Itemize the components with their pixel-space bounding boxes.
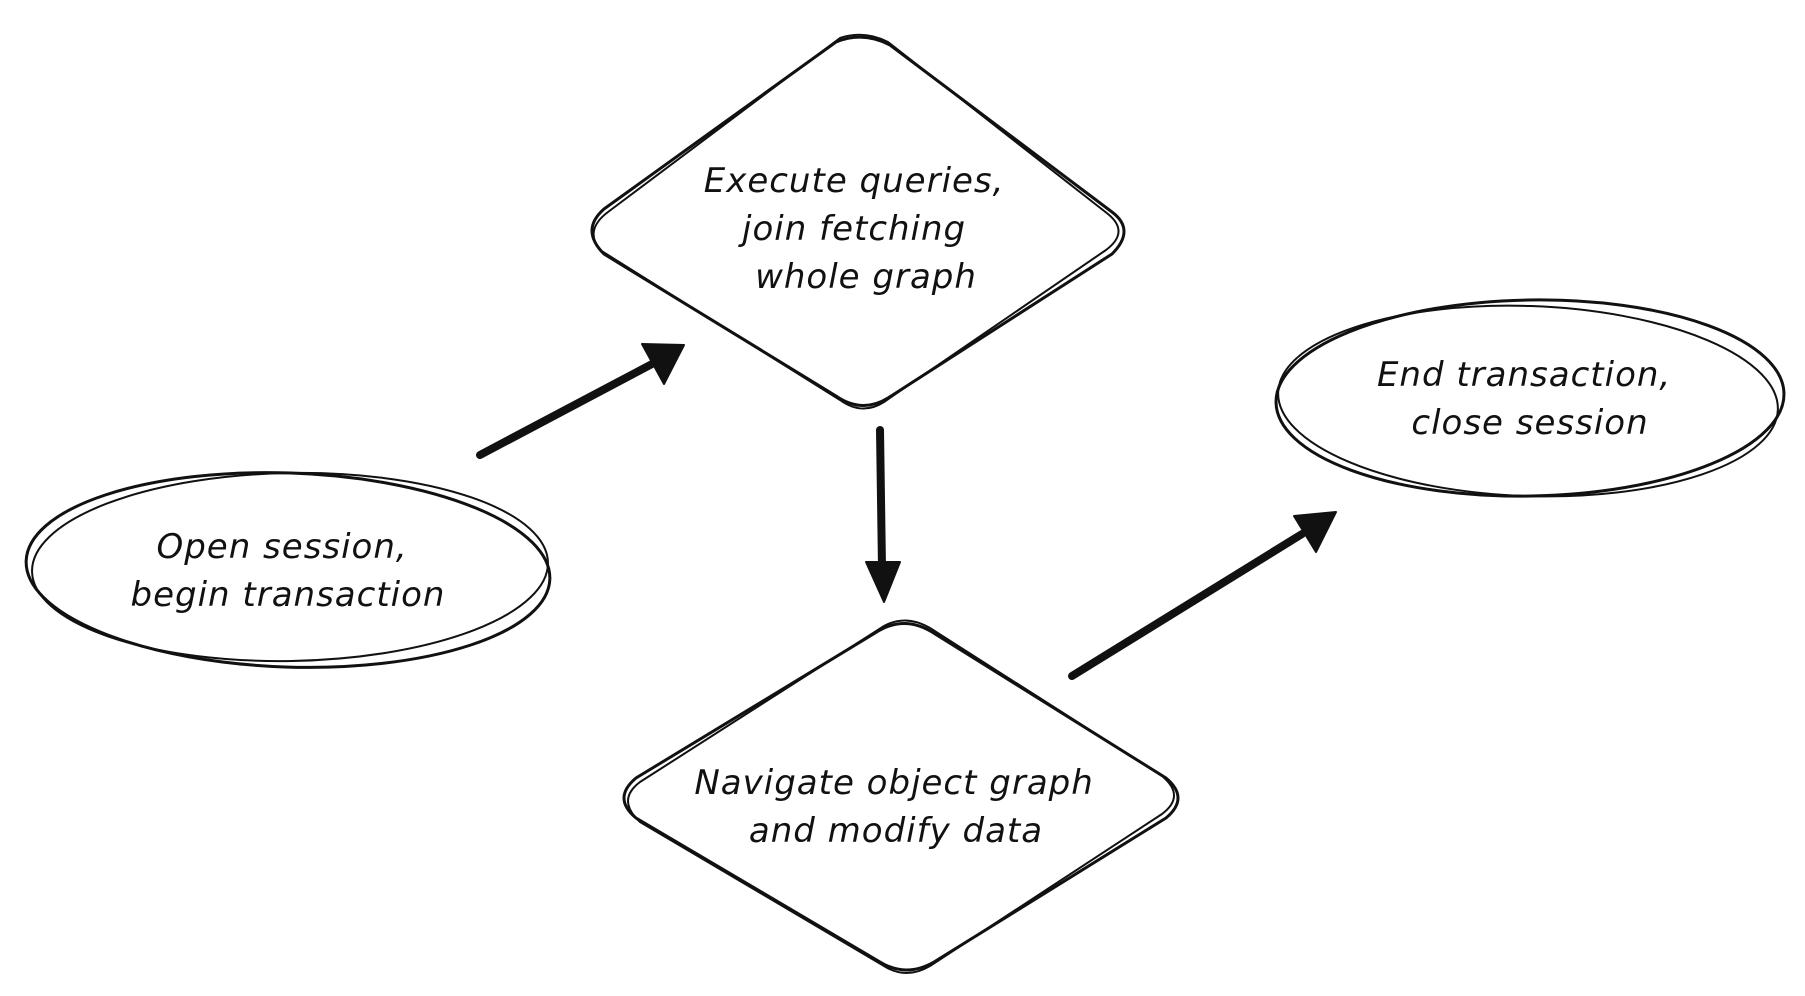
open-session-line-2: begin transaction <box>131 575 446 615</box>
execute-queries-line-3: whole graph <box>755 257 977 297</box>
navigate-graph-diamond-sketch <box>627 619 1175 974</box>
end-transaction-ellipse-sketch <box>1277 304 1779 498</box>
end-transaction-line-1: End transaction, <box>1377 355 1671 395</box>
execute-queries-diamond-sketch <box>592 33 1120 410</box>
end-transaction-label: End transaction, close session <box>1377 355 1683 443</box>
navigate-graph-diamond <box>622 622 1180 972</box>
arrow-open-to-execute-shaft <box>476 360 656 459</box>
arrow-navigate-to-end-head <box>1293 511 1337 553</box>
navigate-graph-line-2: and modify data <box>749 811 1043 851</box>
node-navigate-graph: Navigate object graph and modify data <box>622 619 1180 974</box>
arrow-open-to-execute-head <box>641 343 685 385</box>
end-transaction-ellipse <box>1274 298 1786 498</box>
arrow-execute-to-navigate-head <box>865 561 901 603</box>
edge-open-to-execute <box>476 343 685 459</box>
node-execute-queries: Execute queries, join fetching whole gra… <box>590 33 1126 410</box>
execute-queries-line-2: join fetching <box>738 209 966 249</box>
end-transaction-line-2: close session <box>1411 403 1648 443</box>
open-session-line-1: Open session, <box>156 527 407 567</box>
node-end-transaction: End transaction, close session <box>1274 298 1786 498</box>
arrow-navigate-to-end-shaft <box>1068 530 1306 680</box>
open-session-ellipse-sketch <box>31 471 549 663</box>
edge-navigate-to-end <box>1068 511 1337 680</box>
open-session-ellipse <box>24 471 552 669</box>
execute-queries-line-1: Execute queries, <box>704 161 1005 201</box>
node-open-session: Open session, begin transaction <box>24 471 552 669</box>
navigate-graph-label: Navigate object graph and modify data <box>694 763 1105 851</box>
arrow-execute-to-navigate-shaft <box>876 426 886 572</box>
open-session-label: Open session, begin transaction <box>131 527 446 615</box>
edge-execute-to-navigate <box>865 426 901 603</box>
navigate-graph-line-1: Navigate object graph <box>694 763 1093 803</box>
execute-queries-label: Execute queries, join fetching whole gra… <box>704 161 1017 297</box>
